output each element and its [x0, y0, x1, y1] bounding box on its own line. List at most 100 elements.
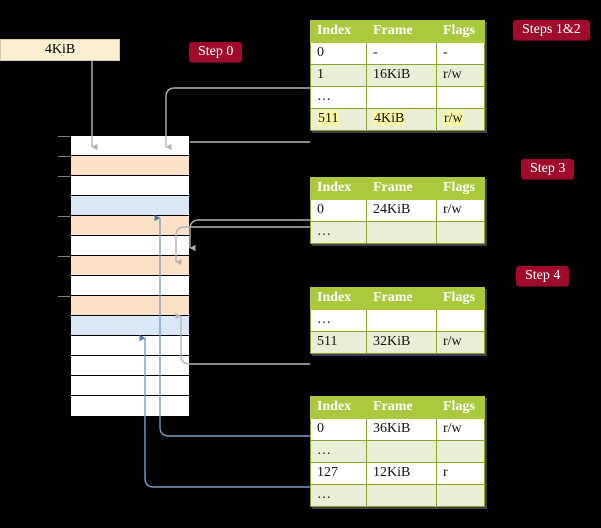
memory-tick	[58, 176, 70, 177]
cell-flags	[436, 86, 485, 109]
cell-frame: 32KiB	[366, 331, 437, 354]
cell-flags: r/w	[436, 331, 485, 354]
cell-flags: r	[436, 462, 485, 485]
memory-row	[71, 236, 189, 256]
cell-index: 511	[310, 108, 367, 131]
column-header-index: Index	[310, 20, 367, 43]
memory-tick	[58, 136, 70, 137]
table-header-row: Index Frame Flags	[310, 177, 485, 200]
memory-tick	[58, 296, 70, 297]
cell-frame: 12KiB	[366, 462, 437, 485]
cell-index: 127	[310, 462, 367, 485]
cell-frame	[366, 309, 437, 332]
table-row: …	[310, 309, 485, 332]
column-header-flags: Flags	[436, 287, 485, 310]
memory-row	[71, 296, 189, 316]
table-row-highlighted: 511 4KiB r/w	[310, 108, 485, 131]
cell-index: 0	[310, 199, 367, 222]
memory-row	[71, 176, 189, 196]
memory-tick	[58, 256, 70, 257]
column-header-frame: Frame	[366, 20, 437, 43]
cell-flags	[436, 221, 485, 244]
column-header-flags: Flags	[436, 396, 485, 419]
cell-frame-text: 4KiB	[373, 111, 406, 126]
table-row: …	[310, 440, 485, 463]
column-header-index: Index	[310, 177, 367, 200]
memory-row	[71, 316, 189, 336]
virtual-address-box: 4KiB	[0, 39, 120, 61]
page-table-level-3: Index Frame Flags 0 24KiB r/w …	[310, 177, 485, 244]
cell-flags: r/w	[436, 64, 485, 87]
memory-row	[71, 276, 189, 296]
memory-row	[71, 356, 189, 376]
cell-flags-text: r/w	[443, 111, 464, 126]
memory-row	[71, 196, 189, 216]
cell-frame	[366, 86, 437, 109]
table-row: 127 12KiB r	[310, 462, 485, 485]
memory-tick	[58, 216, 70, 217]
column-header-frame: Frame	[366, 396, 437, 419]
badge-step-3: Step 3	[521, 159, 575, 179]
cell-frame: -	[366, 42, 437, 65]
table-header-row: Index Frame Flags	[310, 396, 485, 419]
cell-frame: 16KiB	[366, 64, 437, 87]
cell-index: 0	[310, 418, 367, 441]
table-row: 0 36KiB r/w	[310, 418, 485, 441]
cell-frame: 24KiB	[366, 199, 437, 222]
memory-row	[71, 336, 189, 356]
table-header-row: Index Frame Flags	[310, 20, 485, 43]
column-header-flags: Flags	[436, 20, 485, 43]
memory-row	[71, 396, 189, 416]
cell-flags: r/w	[436, 418, 485, 441]
cell-flags	[436, 440, 485, 463]
table-row: …	[310, 86, 485, 109]
column-header-frame: Frame	[366, 287, 437, 310]
memory-tick	[58, 156, 70, 157]
cell-flags: -	[436, 42, 485, 65]
cell-index: …	[310, 440, 367, 463]
cell-index: 1	[310, 64, 367, 87]
table-row: 1 16KiB r/w	[310, 64, 485, 87]
memory-row	[71, 136, 189, 156]
badge-step-4: Step 4	[516, 266, 570, 286]
column-header-index: Index	[310, 396, 367, 419]
cell-frame	[366, 484, 437, 507]
memory-row	[71, 216, 189, 236]
column-header-frame: Frame	[366, 177, 437, 200]
table-header-row: Index Frame Flags	[310, 287, 485, 310]
badge-steps-1-2: Steps 1&2	[513, 20, 590, 40]
cell-flags	[436, 484, 485, 507]
column-header-index: Index	[310, 287, 367, 310]
wire-step-4	[175, 312, 310, 365]
page-table-level-4: Index Frame Flags 0 - - 1 16KiB r/w … 51…	[310, 20, 485, 131]
badge-step-0: Step 0	[189, 42, 243, 62]
cell-index: 0	[310, 42, 367, 65]
table-row: 0 - -	[310, 42, 485, 65]
memory-row	[71, 376, 189, 396]
cell-index-text: 511	[317, 111, 340, 126]
cell-frame	[366, 440, 437, 463]
table-row: 511 32KiB r/w	[310, 331, 485, 354]
memory-row	[71, 156, 189, 176]
table-row: …	[310, 221, 485, 244]
wire-step-3	[175, 219, 310, 266]
cell-index: …	[310, 309, 367, 332]
column-header-flags: Flags	[436, 177, 485, 200]
virtual-address-label: 4KiB	[44, 42, 76, 57]
table-row: …	[310, 484, 485, 507]
cell-frame: 36KiB	[366, 418, 437, 441]
cell-index: …	[310, 86, 367, 109]
physical-memory-column	[70, 135, 190, 416]
cell-index: …	[310, 221, 367, 244]
table-row: 0 24KiB r/w	[310, 199, 485, 222]
cell-frame: 4KiB	[366, 108, 437, 131]
cell-flags: r/w	[436, 199, 485, 222]
cell-index: …	[310, 484, 367, 507]
page-table-level-2: Index Frame Flags … 511 32KiB r/w	[310, 287, 485, 354]
page-table-level-1: Index Frame Flags 0 36KiB r/w … 127 12Ki…	[310, 396, 485, 507]
cell-flags: r/w	[436, 108, 485, 131]
cell-flags	[436, 309, 485, 332]
memory-row	[71, 256, 189, 276]
cell-index: 511	[310, 331, 367, 354]
